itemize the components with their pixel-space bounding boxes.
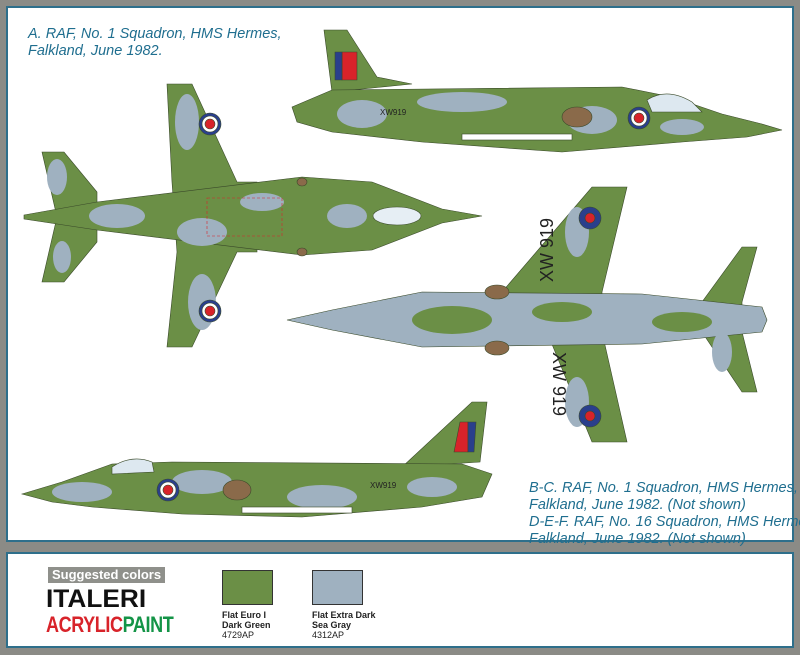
caption-line: Falkland, June 1982. (Not shown) [529, 531, 746, 547]
color-code: 4729AP [222, 630, 255, 640]
aircraft-top-view [23, 83, 483, 348]
aircraft-illustrations: XW919 XW 919 XW 919 [20, 29, 783, 518]
color-swatch-dark-green [222, 570, 273, 605]
aircraft-underside-view: XW 919 XW 919 [286, 186, 768, 443]
acrylic-paint-logo: ACRYLICPAINT [46, 612, 174, 637]
color-name: Dark Green [222, 620, 271, 630]
color-legend-panel: Suggested colors ITALERI ACRYLICPAINT Fl… [6, 552, 794, 648]
color-name: Flat Extra Dark [312, 610, 376, 620]
color-label-dark-green: Flat Euro I Dark Green 4729AP [222, 610, 271, 640]
color-name: Sea Gray [312, 620, 352, 630]
caption-line: Falkland, June 1982. (Not shown) [529, 497, 746, 513]
color-name: Flat Euro I [222, 610, 267, 620]
italeri-logo: ITALERI [46, 585, 147, 613]
aircraft-side-view-lower: XW919 [20, 401, 493, 518]
caption-line: B-C. RAF, No. 1 Squadron, HMS Hermes, [529, 480, 798, 496]
wing-serial-marking: XW 919 [537, 218, 557, 282]
serial-marking: XW919 [370, 481, 397, 490]
color-swatch-sea-gray [312, 570, 363, 605]
profile-panel: A. RAF, No. 1 Squadron, HMS Hermes, Falk… [6, 6, 800, 547]
serial-marking: XW919 [380, 108, 407, 117]
caption-line: A. RAF, No. 1 Squadron, HMS Hermes, [28, 26, 282, 42]
logo-acrylic: ACRYLIC [46, 612, 123, 637]
caption-line: D-E-F. RAF, No. 16 Squadron, HMS Hermes, [529, 514, 800, 530]
caption-other-schemes: B-C. RAF, No. 1 Squadron, HMS Hermes, Fa… [529, 480, 800, 548]
suggested-colors-label: Suggested colors [48, 567, 166, 583]
color-label-sea-gray: Flat Extra Dark Sea Gray 4312AP [312, 610, 376, 640]
aircraft-side-view-upper: XW919 [291, 29, 783, 153]
wing-serial-marking: XW 919 [549, 352, 569, 416]
caption-scheme-a: A. RAF, No. 1 Squadron, HMS Hermes, Falk… [28, 26, 282, 60]
logo-paint: PAINT [122, 612, 174, 637]
color-code: 4312AP [312, 630, 345, 640]
caption-line: Falkland, June 1982. [28, 43, 163, 59]
